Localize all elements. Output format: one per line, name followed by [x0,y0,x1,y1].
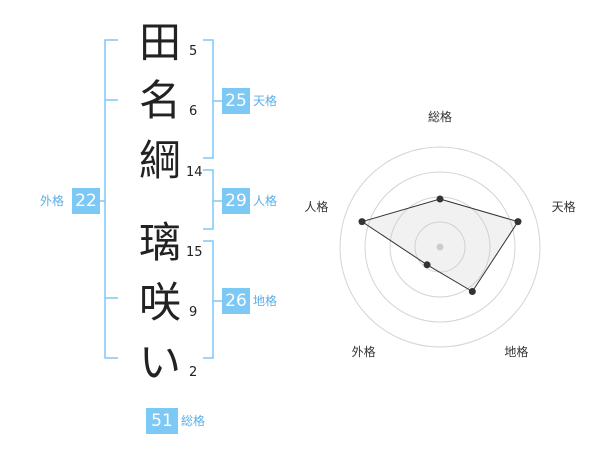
name-char-6: い [138,338,181,387]
stroke-count-2: 6 [189,104,198,119]
name-char-1: 田 [138,18,181,67]
jin-label: 人格 [253,194,278,208]
radar-axis-label-3: 地格 [504,344,528,359]
stroke-count-6: 2 [189,365,198,380]
name-char-5: 咲 [138,278,181,327]
radar-ring-3 [364,171,516,323]
radar-axis-label-1: 総格 [428,109,452,124]
name-char-2: 名 [138,76,181,125]
ten-bracket [203,39,214,159]
chi-value-badge: 26 [222,288,250,314]
radar-axis-label-2: 天格 [552,199,576,214]
jin-value-badge: 29 [222,188,250,214]
jin-bracket [203,169,214,230]
radar-point-1 [436,195,444,203]
stroke-count-4: 15 [186,245,203,260]
sou-value-badge: 51 [146,408,178,434]
chi-bracket [203,240,214,359]
radar-axis-label-4: 外格 [352,344,376,359]
radar-point-4 [423,261,431,269]
stroke-count-5: 9 [189,305,198,320]
radar-ring-4 [339,146,541,348]
name-char-4: 璃 [138,218,181,267]
name-char-3: 綱 [138,136,181,185]
stroke-count-1: 5 [189,44,198,59]
gai-label: 外格 [40,194,65,208]
gai-bracket [104,39,118,359]
gai-value-badge: 22 [72,188,100,214]
stroke-count-3: 14 [186,165,203,180]
chi-label: 地格 [253,294,278,308]
radar-point-5 [358,218,366,226]
radar-center [436,243,444,251]
radar-point-2 [514,218,522,226]
sou-label: 総格 [181,414,206,428]
ten-label: 天格 [253,94,278,108]
ten-value-badge: 25 [222,88,250,114]
radar-axis-label-5: 人格 [304,199,328,214]
radar-point-3 [468,287,476,295]
